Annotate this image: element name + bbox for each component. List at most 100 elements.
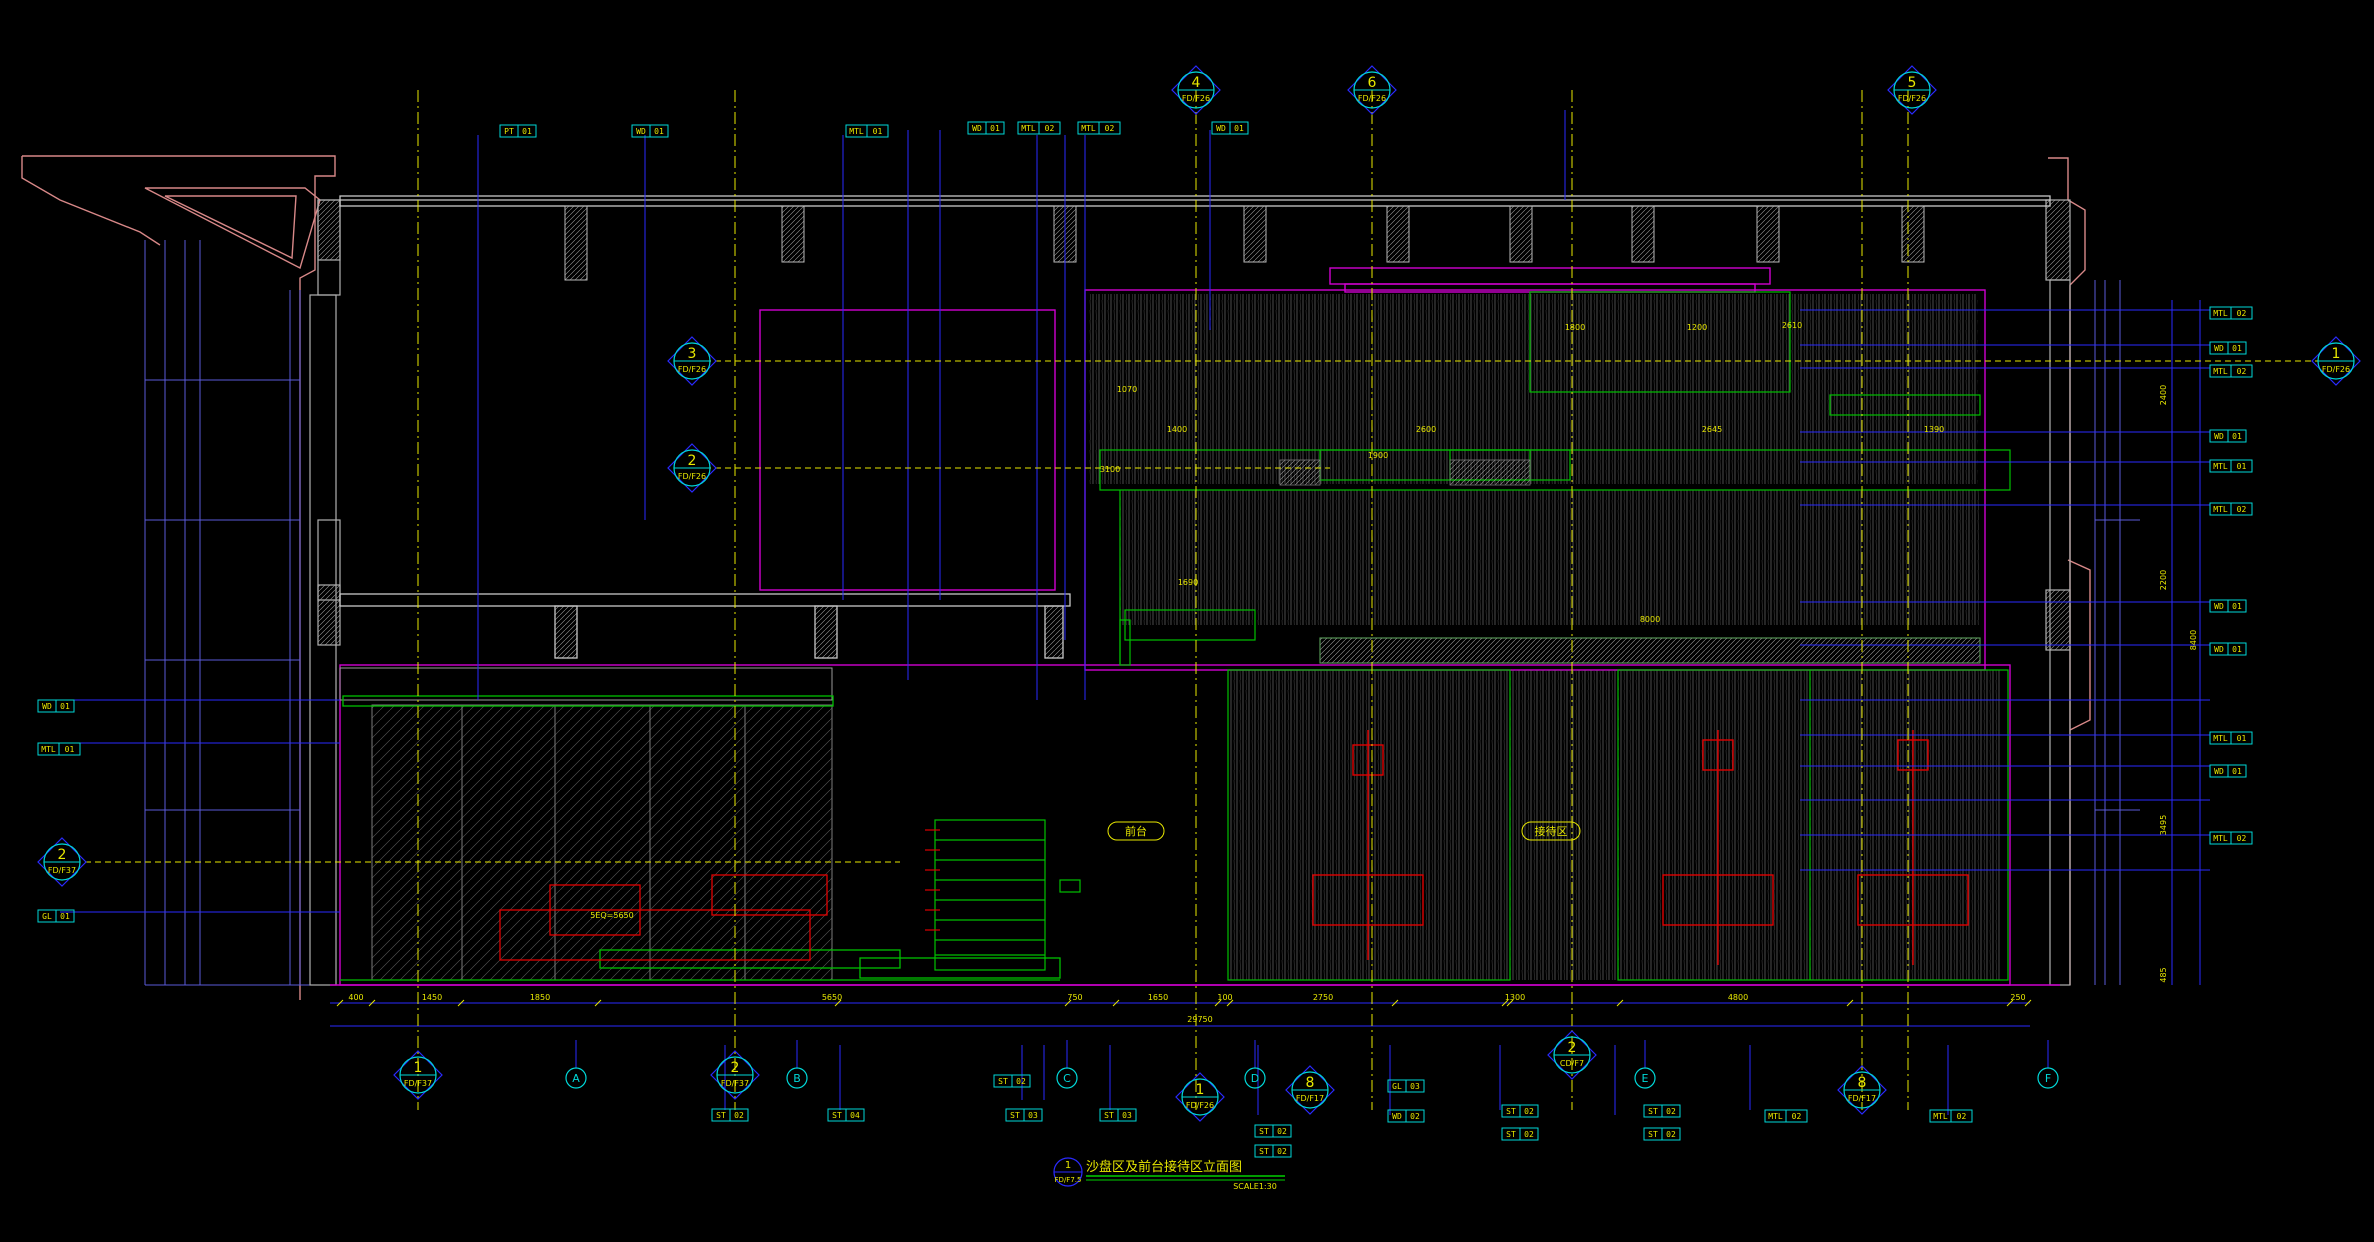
leader-lines [60,110,2210,1115]
grid-bubble [786,1067,808,1089]
dimension-text: 4800 [1728,993,1748,1002]
material-tag-code: WD [636,127,646,136]
room-label-waiting: 接待区 [1521,821,1581,841]
inner-dimension-text: 5EQ=5650 [590,911,634,920]
mezzanine-ceiling-hatch [1279,459,1981,664]
height-dimension-text: 2200 [2159,570,2168,590]
material-tag-num: 02 [2237,505,2247,514]
grid-axes [417,90,1909,1110]
section-marker-sheet: FD/F26 [1358,94,1386,103]
material-tag: ST 03 [1005,1108,1043,1122]
material-tag-code: ST [998,1077,1008,1086]
grid-bubble [1056,1067,1078,1089]
material-tag-num: 01 [2237,734,2247,743]
inner-dimension-text: 2600 [1416,425,1436,434]
section-marker-sheet: FD/F37 [404,1079,432,1088]
material-tag-code: MTL [2213,505,2228,514]
material-tag-num: 02 [1792,1112,1802,1121]
material-tag-num: 03 [1028,1111,1038,1120]
section-marker-sheet: FD/F26 [1898,94,1926,103]
section-marker-sheet: FD/F17 [1296,1094,1324,1103]
section-marker-number: 2 [58,847,67,863]
section-marker-sheet: FD/F17 [1848,1094,1876,1103]
sand-table-wall [339,667,833,981]
section-marker: 2FD/F26 [667,443,717,493]
material-tag-code: MTL [849,127,864,136]
material-tag-code: ST [1104,1111,1114,1120]
material-tag-num: 02 [1666,1130,1676,1139]
dimension-text: 1850 [530,993,550,1002]
material-tag-code: ST [1010,1111,1020,1120]
material-tag-num: 03 [1410,1082,1420,1091]
dimension-tick [594,999,602,1007]
grid-bubble [1244,1067,1266,1089]
inner-dimension-text: 3100 [1100,465,1120,474]
material-tag-num: 01 [60,912,70,921]
section-marker: 5FD/F26 [1887,65,1937,115]
material-tag-num: 02 [1524,1130,1534,1139]
dimension-tick [457,999,465,1007]
dimension-tick [1616,999,1624,1007]
dimension-tick [1391,999,1399,1007]
section-marker-number: 8 [1858,1075,1867,1091]
dimension-tick [2006,999,2014,1007]
height-dimension-text: 8400 [2189,630,2198,650]
inner-dimension-text: 1400 [1167,425,1187,434]
material-tag-code: ST [716,1111,726,1120]
material-tag-code: WD [1216,124,1226,133]
dimension-text: 400 [348,993,363,1002]
material-tag: MTL 01 [845,124,889,138]
material-tag-code: MTL [2213,367,2228,376]
material-tag-num: 01 [60,702,70,711]
material-tag-code: ST [1506,1107,1516,1116]
material-tag-num: 01 [522,127,532,136]
section-marker: 8FD/F17 [1285,1065,1335,1115]
inner-dimension-text: 1070 [1117,385,1137,394]
material-tag-num: 01 [990,124,1000,133]
section-marker-number: 2 [731,1060,740,1076]
section-marker: 2CD/F7 [1547,1030,1597,1080]
dimension-tick [336,999,344,1007]
material-tag-num: 01 [2232,645,2242,654]
material-tag: MTL 02 [2209,502,2253,516]
grid-bubble [565,1067,587,1089]
material-tag: MTL 01 [2209,731,2253,745]
dimension-tick [1214,999,1222,1007]
dimension-tick [834,999,842,1007]
material-tag-num: 02 [1666,1107,1676,1116]
material-tag-code: MTL [1021,124,1036,133]
room-label-text: 前台 [1125,824,1147,838]
dimension-tick [368,999,376,1007]
material-tag-code: MTL [2213,734,2228,743]
material-tag-code: MTL [2213,834,2228,843]
material-tag-num: 01 [873,127,883,136]
material-tag-num: 02 [1277,1147,1287,1156]
material-tag-num: 02 [1957,1112,1967,1121]
material-tag-num: 02 [1277,1127,1287,1136]
material-tag-code: MTL [1933,1112,1948,1121]
material-tag-num: 01 [1234,124,1244,133]
dimension-text: 750 [1067,993,1082,1002]
left-facade-mullions [144,240,330,986]
section-marker: 4FD/F26 [1171,65,1221,115]
material-tag-num: 01 [65,745,75,754]
section-marker: 1FD/F26 [2311,336,2361,386]
grid-bubble-label: C [1063,1072,1071,1085]
inner-dimension-text: 1690 [1178,578,1198,587]
sand-table-model [499,874,828,961]
room-label-text: 接待区 [1535,824,1568,838]
material-tag-code: PT [504,127,514,136]
right-facade-mullions [2094,280,2140,985]
section-marker: 3FD/F26 [667,336,717,386]
section-marker-number: 1 [414,1060,423,1076]
material-tag-num: 01 [654,127,664,136]
